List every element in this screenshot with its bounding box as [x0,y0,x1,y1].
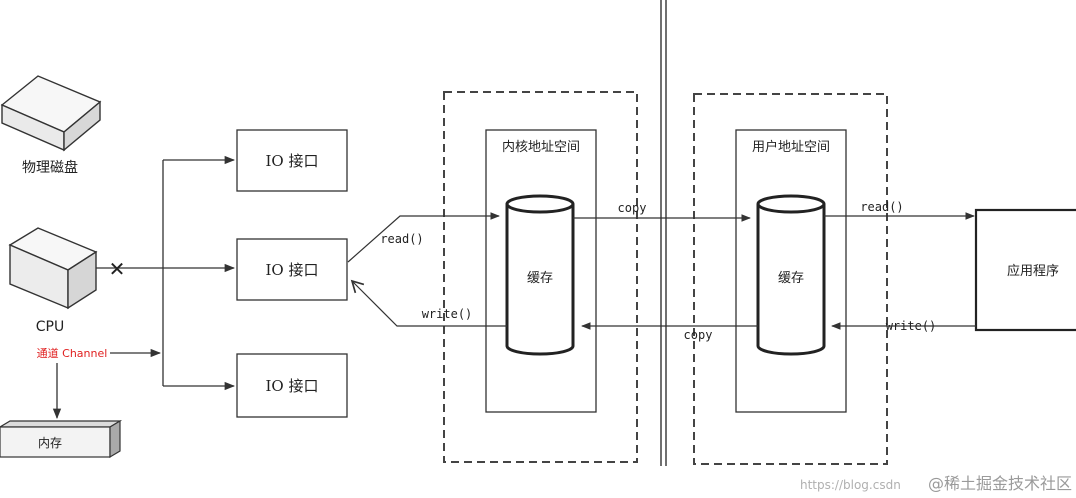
io-interface-middle [236,238,348,301]
copy-to-user-label: copy [618,201,647,215]
io-interface-top-label: IO 接口 [266,152,319,170]
kernel-dashed-container [443,91,638,463]
watermark-url: https://blog.csdn [800,478,901,492]
kernel-cache-cylinder [505,194,575,356]
io-interface-bottom [236,353,348,418]
user-cache-label: 缓存 [778,271,804,286]
application-box [974,208,1076,332]
io-interface-bottom-label: IO 接口 [266,377,319,395]
application-label: 应用程序 [1007,263,1059,279]
io-interface-middle-label: IO 接口 [266,261,319,279]
copy-to-kernel-label: copy [684,328,713,342]
user-dashed-container [693,93,888,465]
cpu-label: CPU [36,319,64,335]
io-read-label: read() [380,232,423,246]
kernel-space-label: 内核地址空间 [502,139,580,155]
disk-label: 物理磁盘 [22,159,78,176]
io-read-arrow [347,212,500,263]
app-write-label: write() [886,319,937,333]
watermark-brand: @稀土掘金技术社区 [928,474,1072,493]
cpu-box-icon [8,227,98,310]
memory-label: 内存 [38,436,62,450]
io-interface-top [236,129,348,192]
hard-disk-icon [0,75,102,152]
user-space-label: 用户地址空间 [752,139,830,155]
app-read-label: read() [860,200,903,214]
io-write-label: write() [422,307,473,321]
user-cache-cylinder [756,194,826,356]
io-write-arrow [350,279,507,327]
kernel-cache-label: 缓存 [527,271,553,286]
cross-icon: ✕ [109,257,126,281]
memory-bar [0,419,123,459]
channel-label: 通道 Channel [37,346,108,360]
